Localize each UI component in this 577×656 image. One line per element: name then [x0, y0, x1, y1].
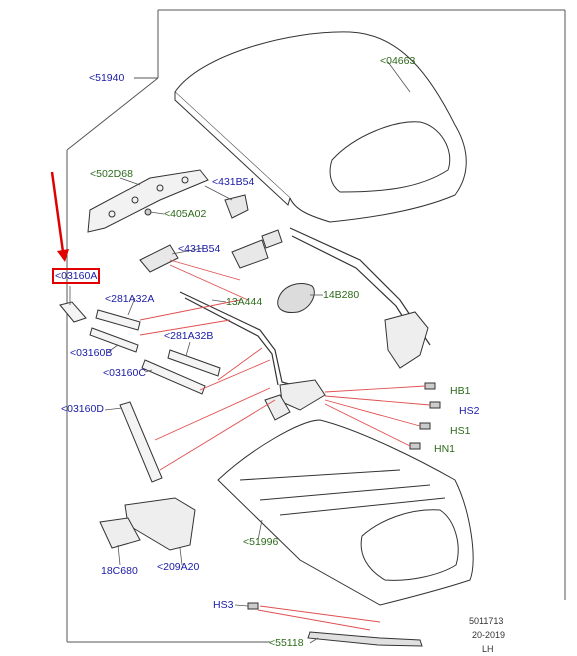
part-label-03160C: <03160C: [103, 367, 146, 379]
part-label-04663: <04663: [380, 55, 416, 67]
roof-trim-strips: [59, 301, 221, 483]
highlight-arrow: [50, 171, 69, 262]
part-label-55118: <55118: [269, 637, 304, 649]
diagram-frame: [66, 9, 566, 643]
part-label-03160B: <03160B: [70, 347, 113, 359]
part-label-281A32A: <281A32A: [105, 293, 155, 305]
diagram-date: 20-2019: [472, 630, 506, 640]
part-label-405A02: <405A02: [164, 208, 207, 220]
part-label-18C680: 18C680: [101, 565, 138, 577]
rear-seal-strip: [307, 631, 423, 647]
rear-linkage: [264, 311, 429, 421]
part-label-431B54-upper: <431B54: [212, 176, 255, 188]
part-label-HS3: HS3: [213, 599, 234, 611]
part-label-HS2: HS2: [459, 405, 480, 417]
part-label-14B280: 14B280: [323, 289, 360, 301]
diagram-code: 5011713: [469, 616, 504, 626]
leader-lines: [139, 259, 431, 631]
part-label-13A444: 13A444: [226, 296, 263, 308]
part-label-51996: <51996: [243, 536, 279, 548]
part-label-431B54-lower: <431B54: [178, 243, 221, 255]
part-label-03160D: <03160D: [61, 403, 104, 415]
part-label-HS1: HS1: [450, 425, 471, 437]
hydraulic-motor: [277, 283, 315, 313]
part-label-HN1: HN1: [434, 443, 456, 455]
soft-top-canopy: [174, 31, 467, 223]
part-label-03160A-highlighted: <03160A: [52, 268, 101, 284]
diagram-side: LH: [482, 644, 494, 654]
part-label-51940: <51940: [89, 72, 125, 84]
part-label-HB1: HB1: [450, 385, 471, 397]
storage-module: [99, 497, 196, 551]
hinge-brackets: [139, 194, 283, 273]
label-leaders: [69, 61, 411, 644]
part-label-209A20: <209A20: [157, 561, 200, 573]
roof-panel-51996: [217, 419, 474, 606]
header-trim-panel: [87, 169, 209, 233]
part-label-281A32B: <281A32B: [164, 330, 214, 342]
part-label-502D68: <502D68: [90, 168, 133, 180]
